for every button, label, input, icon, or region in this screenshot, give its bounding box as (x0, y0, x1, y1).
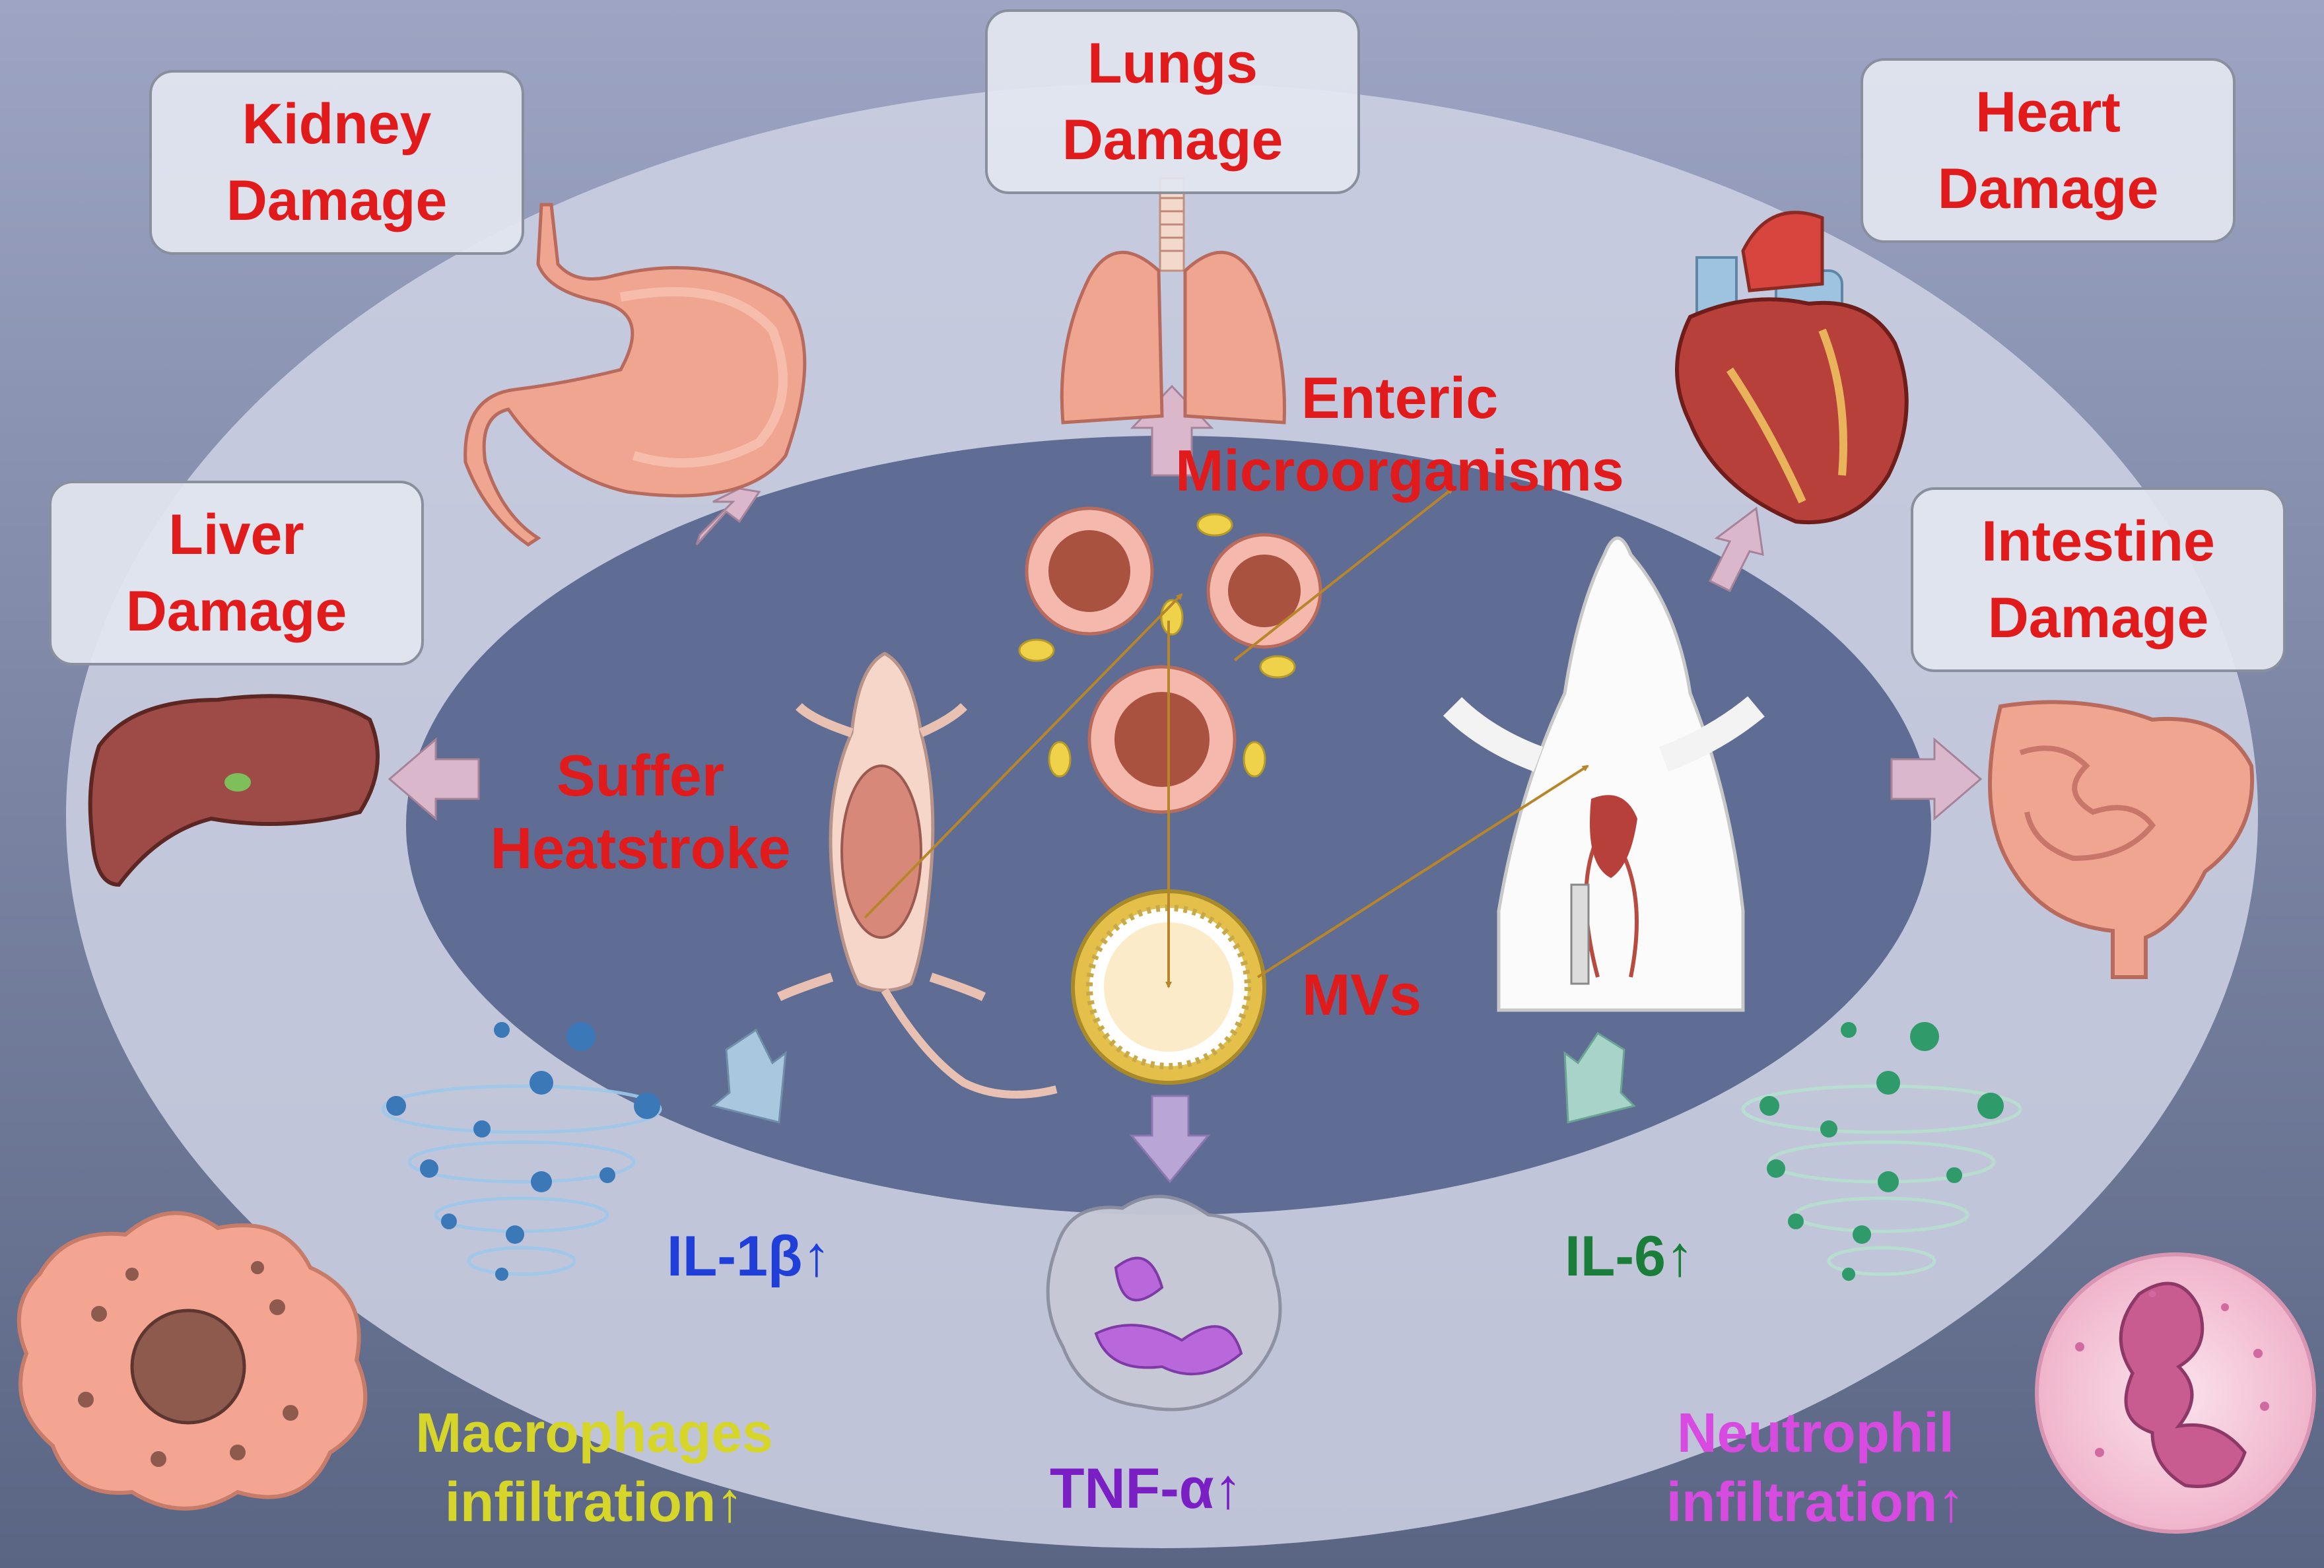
intestine-icon (1988, 700, 2255, 979)
suffer-heatstroke-label: Suffer Heatstroke (490, 743, 791, 881)
intestine-damage-label: Intestine Damage (1981, 510, 2215, 650)
arrow-to-liver-icon (388, 737, 480, 821)
enteric-microorganisms-label: Enteric Microorganisms (1175, 365, 1624, 503)
link-rat-to-crypts (864, 593, 1183, 919)
tnf-label: TNF-α↑ (1050, 1457, 1243, 1520)
kidney-damage-label: Kidney Damage (226, 92, 448, 232)
heart-damage-box: Heart Damage (1861, 58, 2236, 243)
liver-icon (88, 694, 380, 887)
arrow-to-heart-icon (1708, 506, 1764, 593)
cytokine-dots-il6 (1760, 1022, 2004, 1281)
rat-injection-icon (1443, 536, 1765, 1012)
organ-arrows (388, 384, 1983, 1184)
macrophages-label: Macrophages infiltration↑ (415, 1402, 773, 1533)
intestinal-crypts-icon (1018, 506, 1322, 814)
stomach-icon (463, 203, 807, 547)
lungs-icon (1060, 177, 1286, 425)
lungs-damage-box: Lungs Damage (985, 9, 1360, 194)
lungs-damage-label: Lungs Damage (1062, 32, 1283, 172)
link-mvs-to-rat-injection (1256, 765, 1589, 978)
arrow-to-il6-icon (1563, 1031, 1636, 1124)
heart-damage-label: Heart Damage (1937, 81, 2159, 221)
arrow-to-tnf-icon (1129, 1095, 1211, 1184)
arrow-to-kidney-icon (695, 487, 761, 546)
neutrophil-label: Neutrophil infiltration↑ (1666, 1402, 1965, 1533)
mvs-label: MVs (1302, 962, 1421, 1027)
arrow-to-il1b-icon (710, 1028, 787, 1124)
heart-icon (1675, 211, 1909, 525)
neutrophil-cell-icon (2035, 1252, 2316, 1534)
macrophage-cell-icon (17, 1211, 368, 1511)
arrow-to-intestine-icon (1890, 737, 1983, 821)
il1b-label: IL-1β↑ (667, 1225, 831, 1288)
il6-label: IL-6↑ (1565, 1225, 1694, 1288)
cytokine-dots-il1b (386, 1022, 660, 1281)
liver-damage-label: Liver Damage (125, 503, 347, 643)
link-crypts-to-enteric (1233, 487, 1454, 662)
intestine-damage-box: Intestine Damage (1911, 487, 2286, 672)
rat-dissected-icon (776, 652, 1058, 1099)
liver-damage-box: Liver Damage (49, 481, 424, 665)
kidney-damage-box: Kidney Damage (149, 70, 524, 255)
tnf-protein-icon (1046, 1194, 1282, 1412)
link-arrows (864, 487, 1589, 988)
